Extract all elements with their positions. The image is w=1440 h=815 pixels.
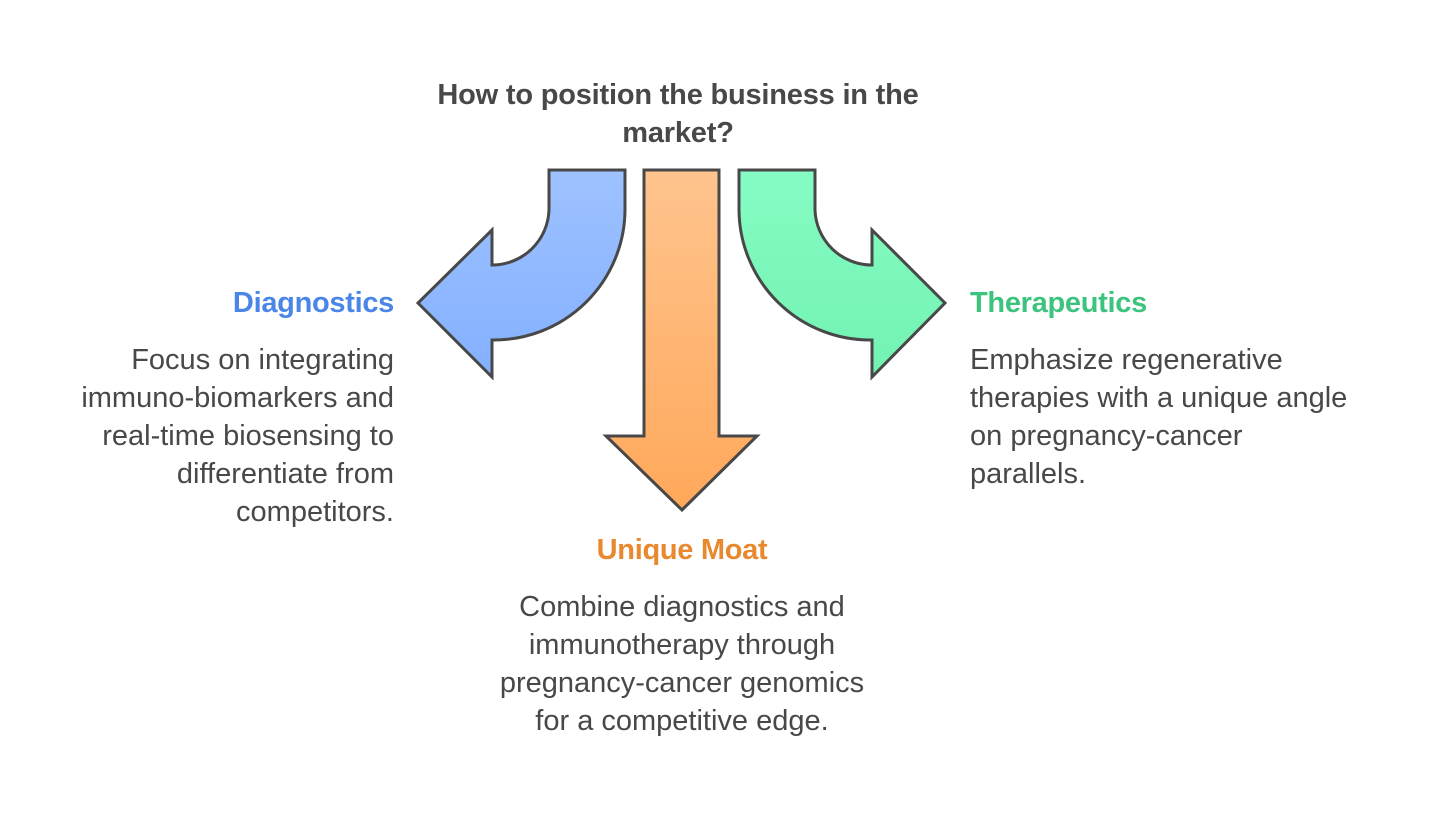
unique-moat-heading: Unique Moat (596, 534, 768, 566)
therapeutics-heading: Therapeutics (970, 287, 1147, 319)
therapeutics-arrow-icon (737, 168, 948, 381)
diagnostics-arrow-icon (415, 168, 627, 381)
diagnostics-heading: Diagnostics (232, 287, 394, 319)
diagram-title: How to position the business in the mark… (437, 79, 919, 149)
unique-moat-arrow-icon (602, 168, 761, 513)
